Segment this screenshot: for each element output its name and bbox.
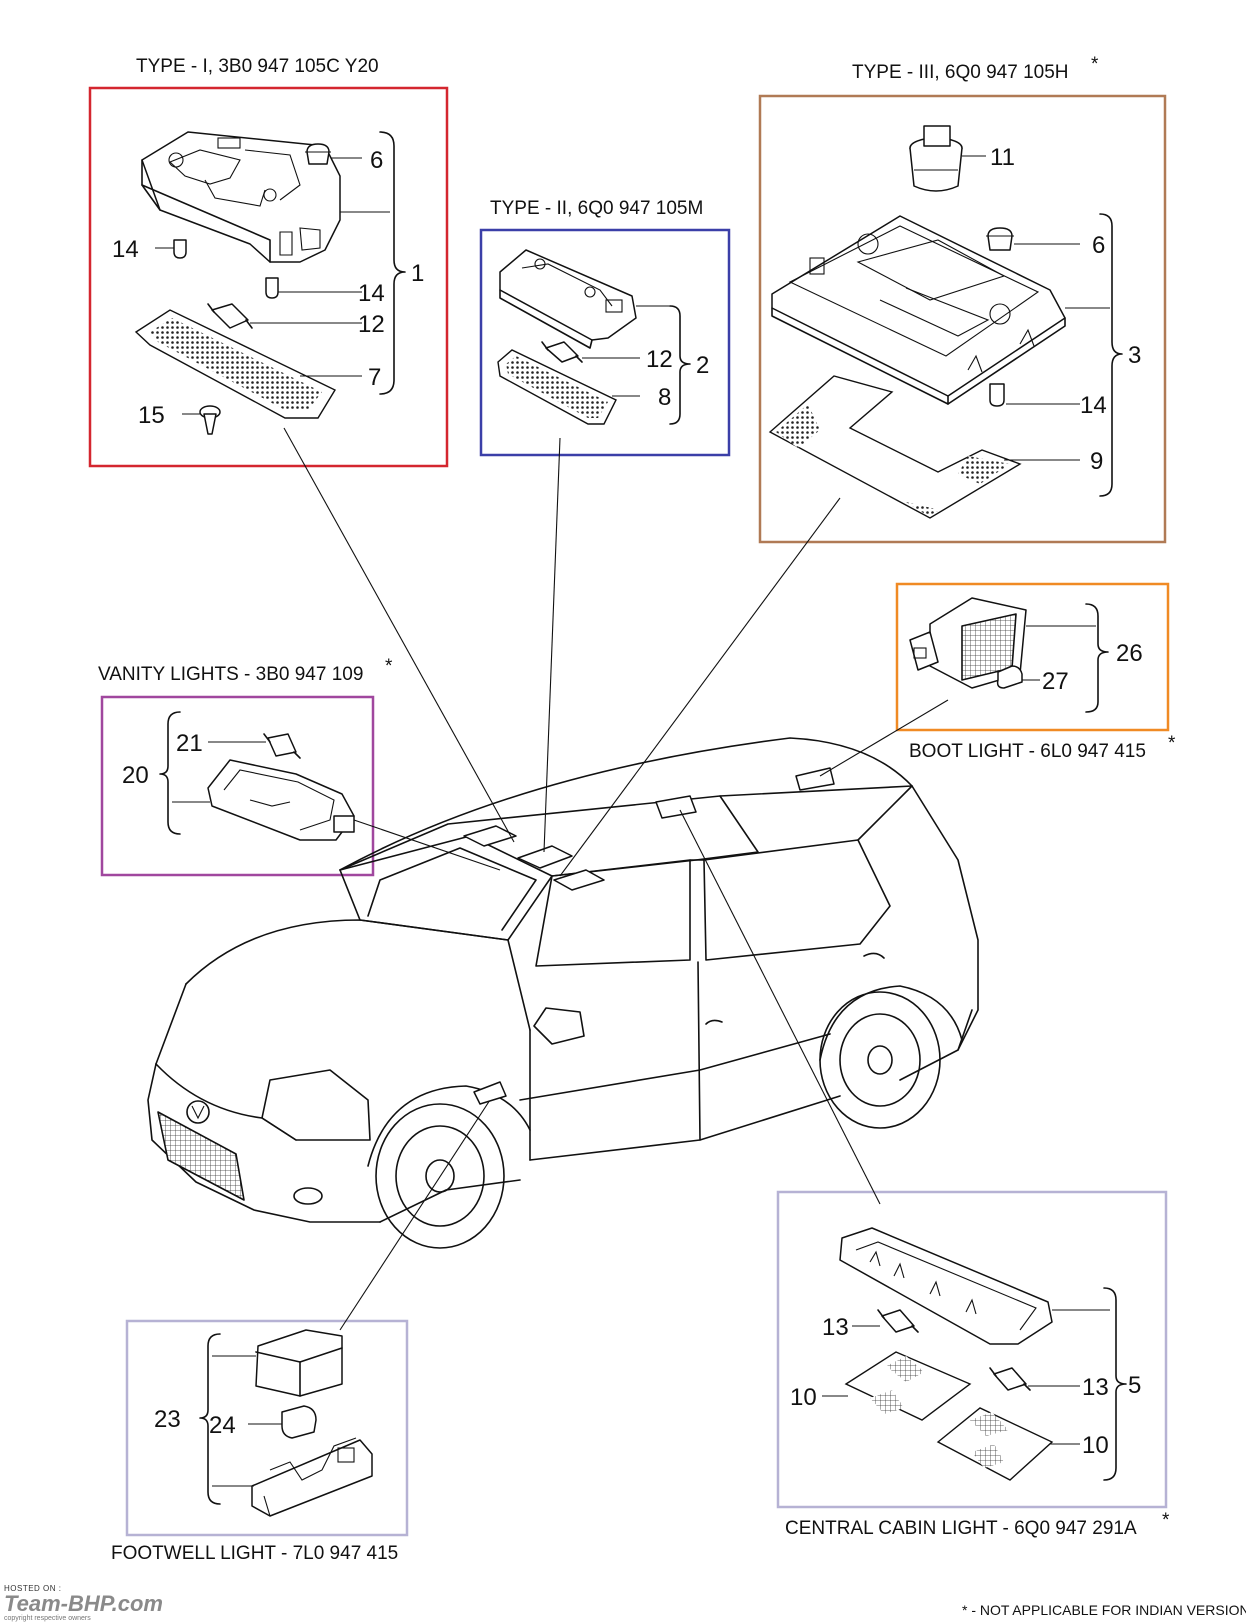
type1-num-7: 7 (368, 364, 381, 391)
brand-suffix: BHP.com (67, 1591, 163, 1616)
boot-asterisk: * (1168, 733, 1176, 754)
central-num-13a: 13 (822, 1314, 849, 1341)
pointer-lines (283, 427, 949, 1205)
type3-num-9: 9 (1090, 448, 1103, 475)
footwell-housing-bottom (251, 1437, 373, 1517)
vanity-leaders (159, 711, 501, 871)
type3-switch-11 (909, 125, 963, 192)
type3-title: TYPE - III, 6Q0 947 105H (852, 62, 1069, 83)
footwell-bulb-24 (281, 1405, 317, 1439)
central-festoon-13-left (877, 1309, 919, 1333)
boot-leaders (1022, 603, 1109, 713)
boot-title: BOOT LIGHT - 6L0 947 415 (909, 741, 1146, 762)
type1-lens-7 (134, 309, 336, 419)
central-num-10a: 10 (790, 1384, 817, 1411)
type3-bulb-14 (989, 383, 1005, 407)
central-festoon-13-right (989, 1367, 1031, 1391)
central-asterisk: * (1162, 1510, 1170, 1531)
type1-bulb-14-center (265, 277, 279, 299)
type1-screw-15 (199, 405, 221, 435)
type2-housing (499, 249, 637, 349)
type3-box (758, 94, 1167, 544)
central-num-13b: 13 (1082, 1374, 1109, 1401)
footwell-num-24: 24 (209, 1412, 236, 1439)
type3-asterisk: * (1091, 54, 1099, 75)
footwell-leaders (199, 1099, 491, 1505)
type2-num-8: 8 (658, 384, 671, 411)
footwell-num-23: 23 (154, 1406, 181, 1433)
boot-num-27: 27 (1042, 668, 1069, 695)
footwell-housing-top (255, 1329, 343, 1397)
central-title: CENTRAL CABIN LIGHT - 6Q0 947 291A (785, 1518, 1137, 1539)
type1-num-12: 12 (358, 311, 385, 338)
type2-num-2: 2 (696, 352, 709, 379)
type3-clip-6 (986, 227, 1014, 251)
type1-clip-6 (305, 143, 331, 165)
vanity-num-20: 20 (122, 762, 149, 789)
type3-num-6: 6 (1092, 232, 1105, 259)
type1-num-14a: 14 (112, 236, 139, 263)
boot-bulb-27 (996, 665, 1023, 689)
type1-num-15: 15 (138, 402, 165, 429)
car-outline (147, 737, 979, 1249)
brand-prefix: Team- (4, 1591, 68, 1616)
type1-housing (141, 131, 341, 263)
type1-num-14b: 14 (358, 280, 385, 307)
type3-housing (771, 215, 1066, 405)
central-housing (839, 1227, 1053, 1345)
team-bhp-logo: HOSTED ON : Team-BHP.com copyright respe… (4, 1584, 194, 1622)
footwell-box (125, 1319, 409, 1537)
copyright-label: copyright respective owners (4, 1615, 91, 1622)
central-lens-10-right (936, 1407, 1054, 1481)
type3-num-3: 3 (1128, 342, 1141, 369)
central-num-10b: 10 (1082, 1432, 1109, 1459)
central-lens-10-left (844, 1351, 972, 1421)
type1-bulb-14-left (173, 239, 187, 259)
type2-box (479, 228, 731, 457)
brand-name: Team-BHP.com (4, 1593, 194, 1615)
footnote: * - NOT APPLICABLE FOR INDIAN VERSION (962, 1602, 1246, 1618)
vanity-festoon-21 (263, 733, 301, 759)
type1-num-6: 6 (370, 147, 383, 174)
type2-festoon-12 (541, 341, 583, 363)
vanity-light-housing (207, 759, 355, 841)
type3-num-14: 14 (1080, 392, 1107, 419)
footwell-title: FOOTWELL LIGHT - 7L0 947 415 (111, 1543, 398, 1564)
type2-leaders (582, 305, 691, 425)
car-lamp-markers (463, 767, 835, 1105)
vanity-asterisk: * (385, 656, 393, 677)
type3-leaders (962, 155, 1123, 497)
hosted-on-label: HOSTED ON : (4, 1584, 62, 1593)
type3-num-11: 11 (990, 144, 1015, 171)
type1-box (88, 86, 449, 468)
vanity-num-21: 21 (176, 730, 203, 757)
type2-title: TYPE - II, 6Q0 947 105M (490, 198, 703, 219)
central-leaders (822, 1287, 1127, 1481)
type1-num-1: 1 (411, 260, 424, 287)
central-box (776, 1190, 1168, 1509)
type3-lens-9 (768, 375, 1022, 519)
vanity-box (100, 695, 375, 877)
central-num-5: 5 (1128, 1372, 1141, 1399)
type1-title: TYPE - I, 3B0 947 105C Y20 (136, 56, 379, 77)
type2-lens-8 (497, 349, 617, 425)
boot-num-26: 26 (1116, 640, 1143, 667)
boot-box (895, 582, 1170, 732)
type1-festoon-12 (207, 303, 253, 329)
type2-num-12: 12 (646, 346, 673, 373)
vanity-title: VANITY LIGHTS - 3B0 947 109 (98, 664, 363, 685)
type1-leaders (155, 131, 406, 415)
